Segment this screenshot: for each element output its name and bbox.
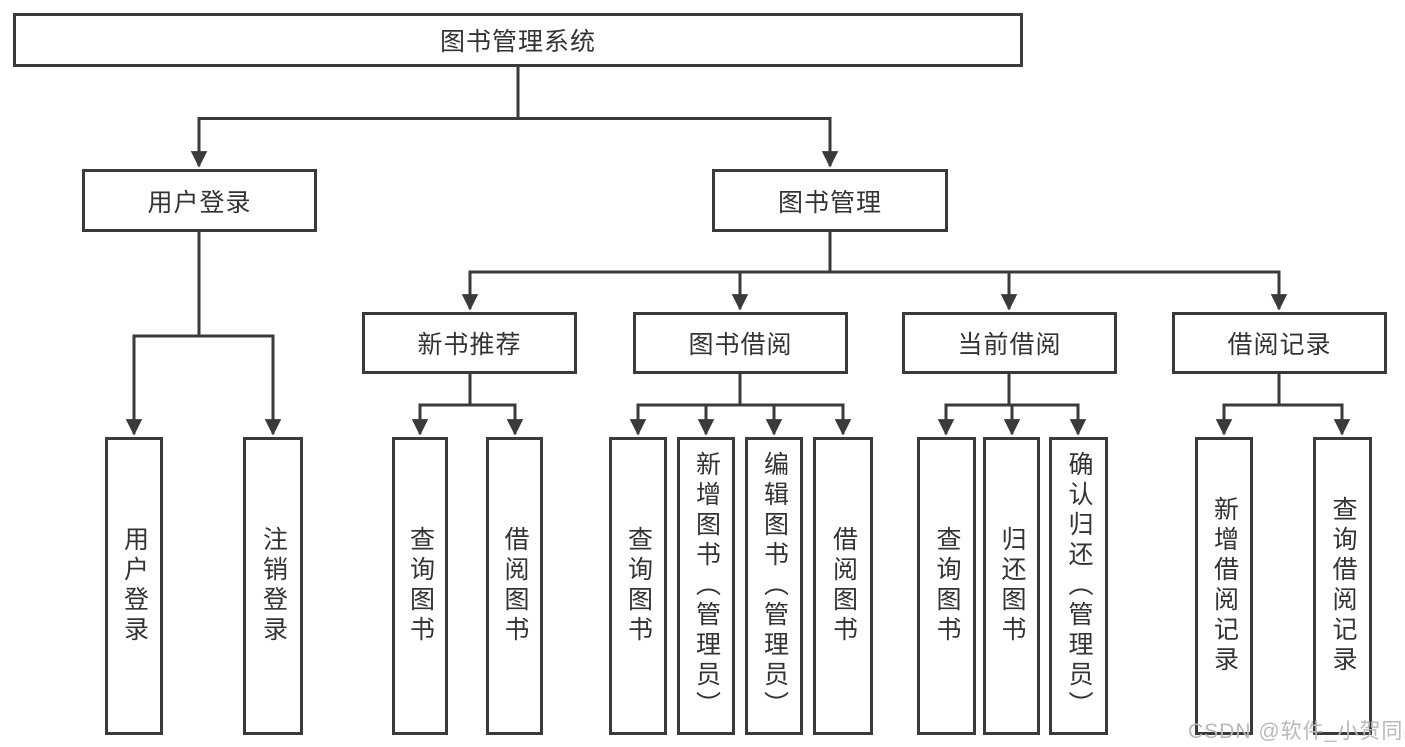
leaf-borrow-query-books-label: 查询图书 <box>624 526 653 646</box>
node-new-book-recommend: 新书推荐 <box>362 312 577 374</box>
leaf-recommend-query-books: 查询图书 <box>392 437 448 735</box>
leaf-recommend-query-books-label: 查询图书 <box>406 526 435 646</box>
leaf-borrow-query-books: 查询图书 <box>609 437 667 735</box>
leaf-borrow-add-books-admin-label: 新增图书（管理员） <box>692 451 721 721</box>
leaf-logout: 注销登录 <box>243 437 303 735</box>
root-node: 图书管理系统 <box>13 13 1023 67</box>
connector-arrows-level3 <box>461 272 1288 311</box>
node-current-borrowing: 当前借阅 <box>902 312 1117 374</box>
node-borrowing-records-label: 借阅记录 <box>1227 331 1332 359</box>
leaf-borrow-borrow-books-label: 借阅图书 <box>829 526 858 646</box>
leaf-borrow-edit-books-admin-label: 编辑图书（管理员） <box>760 451 789 721</box>
node-book-borrowing: 图书借阅 <box>633 312 848 374</box>
leaf-user-login: 用户登录 <box>105 437 163 735</box>
leaf-records-add-record: 新增借阅记录 <box>1195 437 1253 735</box>
leaf-logout-label: 注销登录 <box>259 526 288 646</box>
leaf-records-add-record-label: 新增借阅记录 <box>1210 496 1239 676</box>
node-user-login: 用户登录 <box>82 169 317 232</box>
leaf-records-query-record: 查询借阅记录 <box>1313 437 1372 735</box>
connector-arrows-level2 <box>190 118 839 168</box>
leaf-recommend-borrow-books: 借阅图书 <box>486 437 543 735</box>
node-borrowing-records: 借阅记录 <box>1172 312 1387 374</box>
connector-arrows-leaves <box>125 336 1351 436</box>
leaf-records-query-record-label: 查询借阅记录 <box>1329 496 1357 676</box>
leaf-current-return-books: 归还图书 <box>983 437 1040 735</box>
leaf-current-confirm-return-admin-label: 确认归还（管理员） <box>1065 451 1093 721</box>
leaf-current-query-books: 查询图书 <box>917 437 976 735</box>
node-book-management: 图书管理 <box>712 169 948 232</box>
leaf-borrow-borrow-books: 借阅图书 <box>813 437 873 735</box>
leaf-borrow-edit-books-admin: 编辑图书（管理员） <box>745 437 803 735</box>
leaf-current-query-books-label: 查询图书 <box>933 526 961 646</box>
node-user-login-label: 用户登录 <box>147 188 252 217</box>
node-new-book-recommend-label: 新书推荐 <box>417 331 522 359</box>
connector-trunks <box>132 66 1344 407</box>
node-current-borrowing-label: 当前借阅 <box>957 331 1062 359</box>
leaf-borrow-add-books-admin: 新增图书（管理员） <box>677 437 735 735</box>
leaf-current-return-books-label: 归还图书 <box>998 526 1026 646</box>
leaf-user-login-label: 用户登录 <box>120 526 149 646</box>
leaf-recommend-borrow-books-label: 借阅图书 <box>501 526 529 646</box>
node-book-management-label: 图书管理 <box>777 188 882 217</box>
csdn-watermark: CSDN @软件_小贺同学 <box>1188 720 1405 743</box>
root-node-label: 图书管理系统 <box>439 28 596 56</box>
leaf-current-confirm-return-admin: 确认归还（管理员） <box>1049 437 1108 735</box>
node-book-borrowing-label: 图书借阅 <box>688 331 793 359</box>
